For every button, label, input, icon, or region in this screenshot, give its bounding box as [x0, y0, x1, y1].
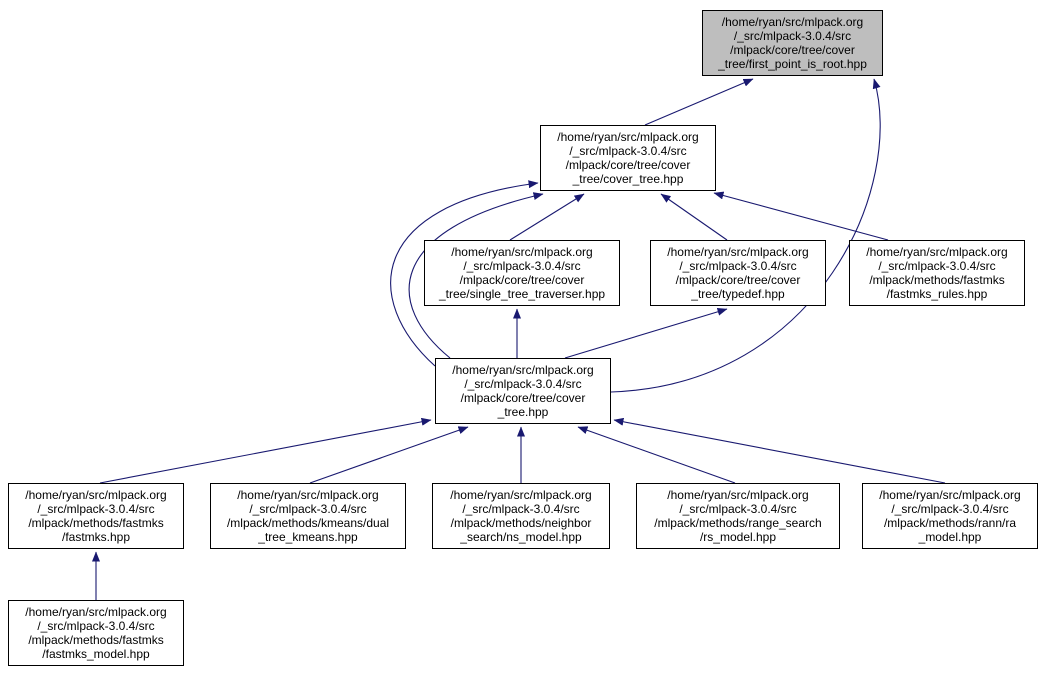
- node-label-line: /home/ryan/src/mlpack.org: [866, 244, 1008, 259]
- node-label-line: /mlpack/core/tree/cover: [459, 273, 585, 287]
- node-label-line: /mlpack/core/tree/cover: [460, 391, 586, 405]
- node-label-line: /mlpack/methods/fastmks: [28, 516, 164, 530]
- edge-ramodel-to-facade: [613, 417, 946, 484]
- node-label-line: /mlpack/core/tree/cover: [565, 158, 691, 172]
- node-label-line: /_src/mlpack-3.0.4/src: [733, 28, 852, 43]
- node-label-line: _model.hpp: [918, 530, 982, 545]
- node-typedef-hpp[interactable]: /home/ryan/src/mlpack.org /_src/mlpack-3…: [650, 240, 826, 306]
- node-label-line: /home/ryan/src/mlpack.org: [667, 244, 809, 259]
- node-rs-model-hpp[interactable]: /home/ryan/src/mlpack.org /_src/mlpack-3…: [636, 483, 840, 549]
- node-label-line: _tree/cover_tree.hpp: [572, 172, 684, 187]
- node-single-tree-traverser-hpp[interactable]: /home/ryan/src/mlpack.org /_src/mlpack-3…: [424, 240, 620, 306]
- node-label-line: /rs_model.hpp: [699, 530, 777, 545]
- edge-facade-to-firstpointisroot: [610, 78, 881, 393]
- node-label-line: /_src/mlpack-3.0.4/src: [891, 501, 1009, 516]
- node-label-line: _tree/single_tree_traverser.hpp: [438, 287, 606, 302]
- node-fastmks-model-hpp[interactable]: /home/ryan/src/mlpack.org /_src/mlpack-3…: [8, 600, 184, 666]
- node-label-line: /mlpack/methods/fastmks: [869, 273, 1005, 287]
- node-label-line: /home/ryan/src/mlpack.org: [237, 487, 379, 502]
- node-cover-tree-cover-tree-hpp[interactable]: /home/ryan/src/mlpack.org /_src/mlpack-3…: [540, 125, 716, 191]
- node-label-line: /home/ryan/src/mlpack.org: [452, 362, 594, 377]
- node-label-line: /mlpack/methods/fastmks: [28, 633, 164, 647]
- edge-rsmodel-to-facade: [577, 426, 736, 484]
- edge-facade-to-covertree-a: [408, 192, 544, 359]
- edge-fastmksrules-to-covertree: [713, 191, 889, 241]
- node-label-line: /_src/mlpack-3.0.4/src: [463, 258, 581, 273]
- node-label-line: _tree.hpp: [497, 405, 549, 420]
- node-label-line: _tree/first_point_is_root.hpp: [718, 57, 867, 72]
- node-label-line: /mlpack/methods/range_search: [654, 516, 822, 530]
- node-label-line: /_src/mlpack-3.0.4/src: [37, 618, 155, 633]
- node-first-point-is-root-hpp[interactable]: /home/ryan/src/mlpack.org /_src/mlpack-3…: [702, 10, 883, 76]
- node-label-line: _tree_kmeans.hpp: [258, 530, 358, 545]
- node-dual-tree-kmeans-hpp[interactable]: /home/ryan/src/mlpack.org /_src/mlpack-3…: [210, 483, 406, 549]
- edge-facade-to-typedef: [564, 307, 728, 359]
- node-label-line: /_src/mlpack-3.0.4/src: [464, 376, 582, 391]
- node-label-line: /_src/mlpack-3.0.4/src: [462, 501, 580, 516]
- node-label-line: /mlpack/methods/neighbor: [450, 516, 592, 530]
- node-label-line: _tree/typedef.hpp: [691, 287, 785, 302]
- node-label-line: _search/ns_model.hpp: [460, 530, 582, 545]
- node-label-line: /home/ryan/src/mlpack.org: [25, 487, 167, 502]
- node-ns-model-hpp[interactable]: /home/ryan/src/mlpack.org /_src/mlpack-3…: [432, 483, 610, 549]
- node-label-line: /home/ryan/src/mlpack.org: [557, 129, 699, 144]
- node-label-line: /mlpack/core/tree/cover: [730, 43, 855, 57]
- edge-facade-to-covertree-b: [390, 180, 539, 367]
- node-label-line: /_src/mlpack-3.0.4/src: [37, 501, 155, 516]
- node-label-line: /home/ryan/src/mlpack.org: [879, 487, 1021, 502]
- node-cover-tree-facade-hpp[interactable]: /home/ryan/src/mlpack.org /_src/mlpack-3…: [435, 358, 611, 424]
- edge-fastmks-to-facade: [99, 417, 432, 484]
- node-label-line: /fastmks_rules.hpp: [886, 287, 988, 302]
- node-label-line: /_src/mlpack-3.0.4/src: [569, 143, 687, 158]
- node-label-line: /_src/mlpack-3.0.4/src: [679, 258, 797, 273]
- node-label-line: /fastmks_model.hpp: [42, 647, 150, 662]
- node-label-line: /_src/mlpack-3.0.4/src: [679, 501, 797, 516]
- edge-dualtreekmeans-to-facade: [309, 426, 469, 484]
- node-fastmks-hpp[interactable]: /home/ryan/src/mlpack.org /_src/mlpack-3…: [8, 483, 184, 549]
- edge-singletreetraverser-to-covertree: [509, 193, 585, 241]
- node-label-line: /home/ryan/src/mlpack.org: [450, 487, 592, 502]
- node-label-line: /home/ryan/src/mlpack.org: [451, 244, 593, 259]
- node-label-line: /home/ryan/src/mlpack.org: [721, 14, 864, 29]
- node-fastmks-rules-hpp[interactable]: /home/ryan/src/mlpack.org /_src/mlpack-3…: [849, 240, 1025, 306]
- node-label-line: /_src/mlpack-3.0.4/src: [878, 258, 996, 273]
- node-ra-model-hpp[interactable]: /home/ryan/src/mlpack.org /_src/mlpack-3…: [862, 483, 1038, 549]
- edge-typedef-to-covertree: [660, 193, 728, 241]
- node-label-line: /home/ryan/src/mlpack.org: [667, 487, 809, 502]
- node-label-line: /mlpack/core/tree/cover: [675, 273, 801, 287]
- node-label-line: /mlpack/methods/kmeans/dual: [226, 516, 390, 530]
- node-label-line: /mlpack/methods/rann/ra: [883, 516, 1017, 530]
- node-label-line: /home/ryan/src/mlpack.org: [25, 604, 167, 619]
- node-label-line: /fastmks.hpp: [61, 530, 131, 545]
- node-label-line: /_src/mlpack-3.0.4/src: [249, 501, 367, 516]
- edge-covertree-to-firstpointisroot: [644, 78, 754, 126]
